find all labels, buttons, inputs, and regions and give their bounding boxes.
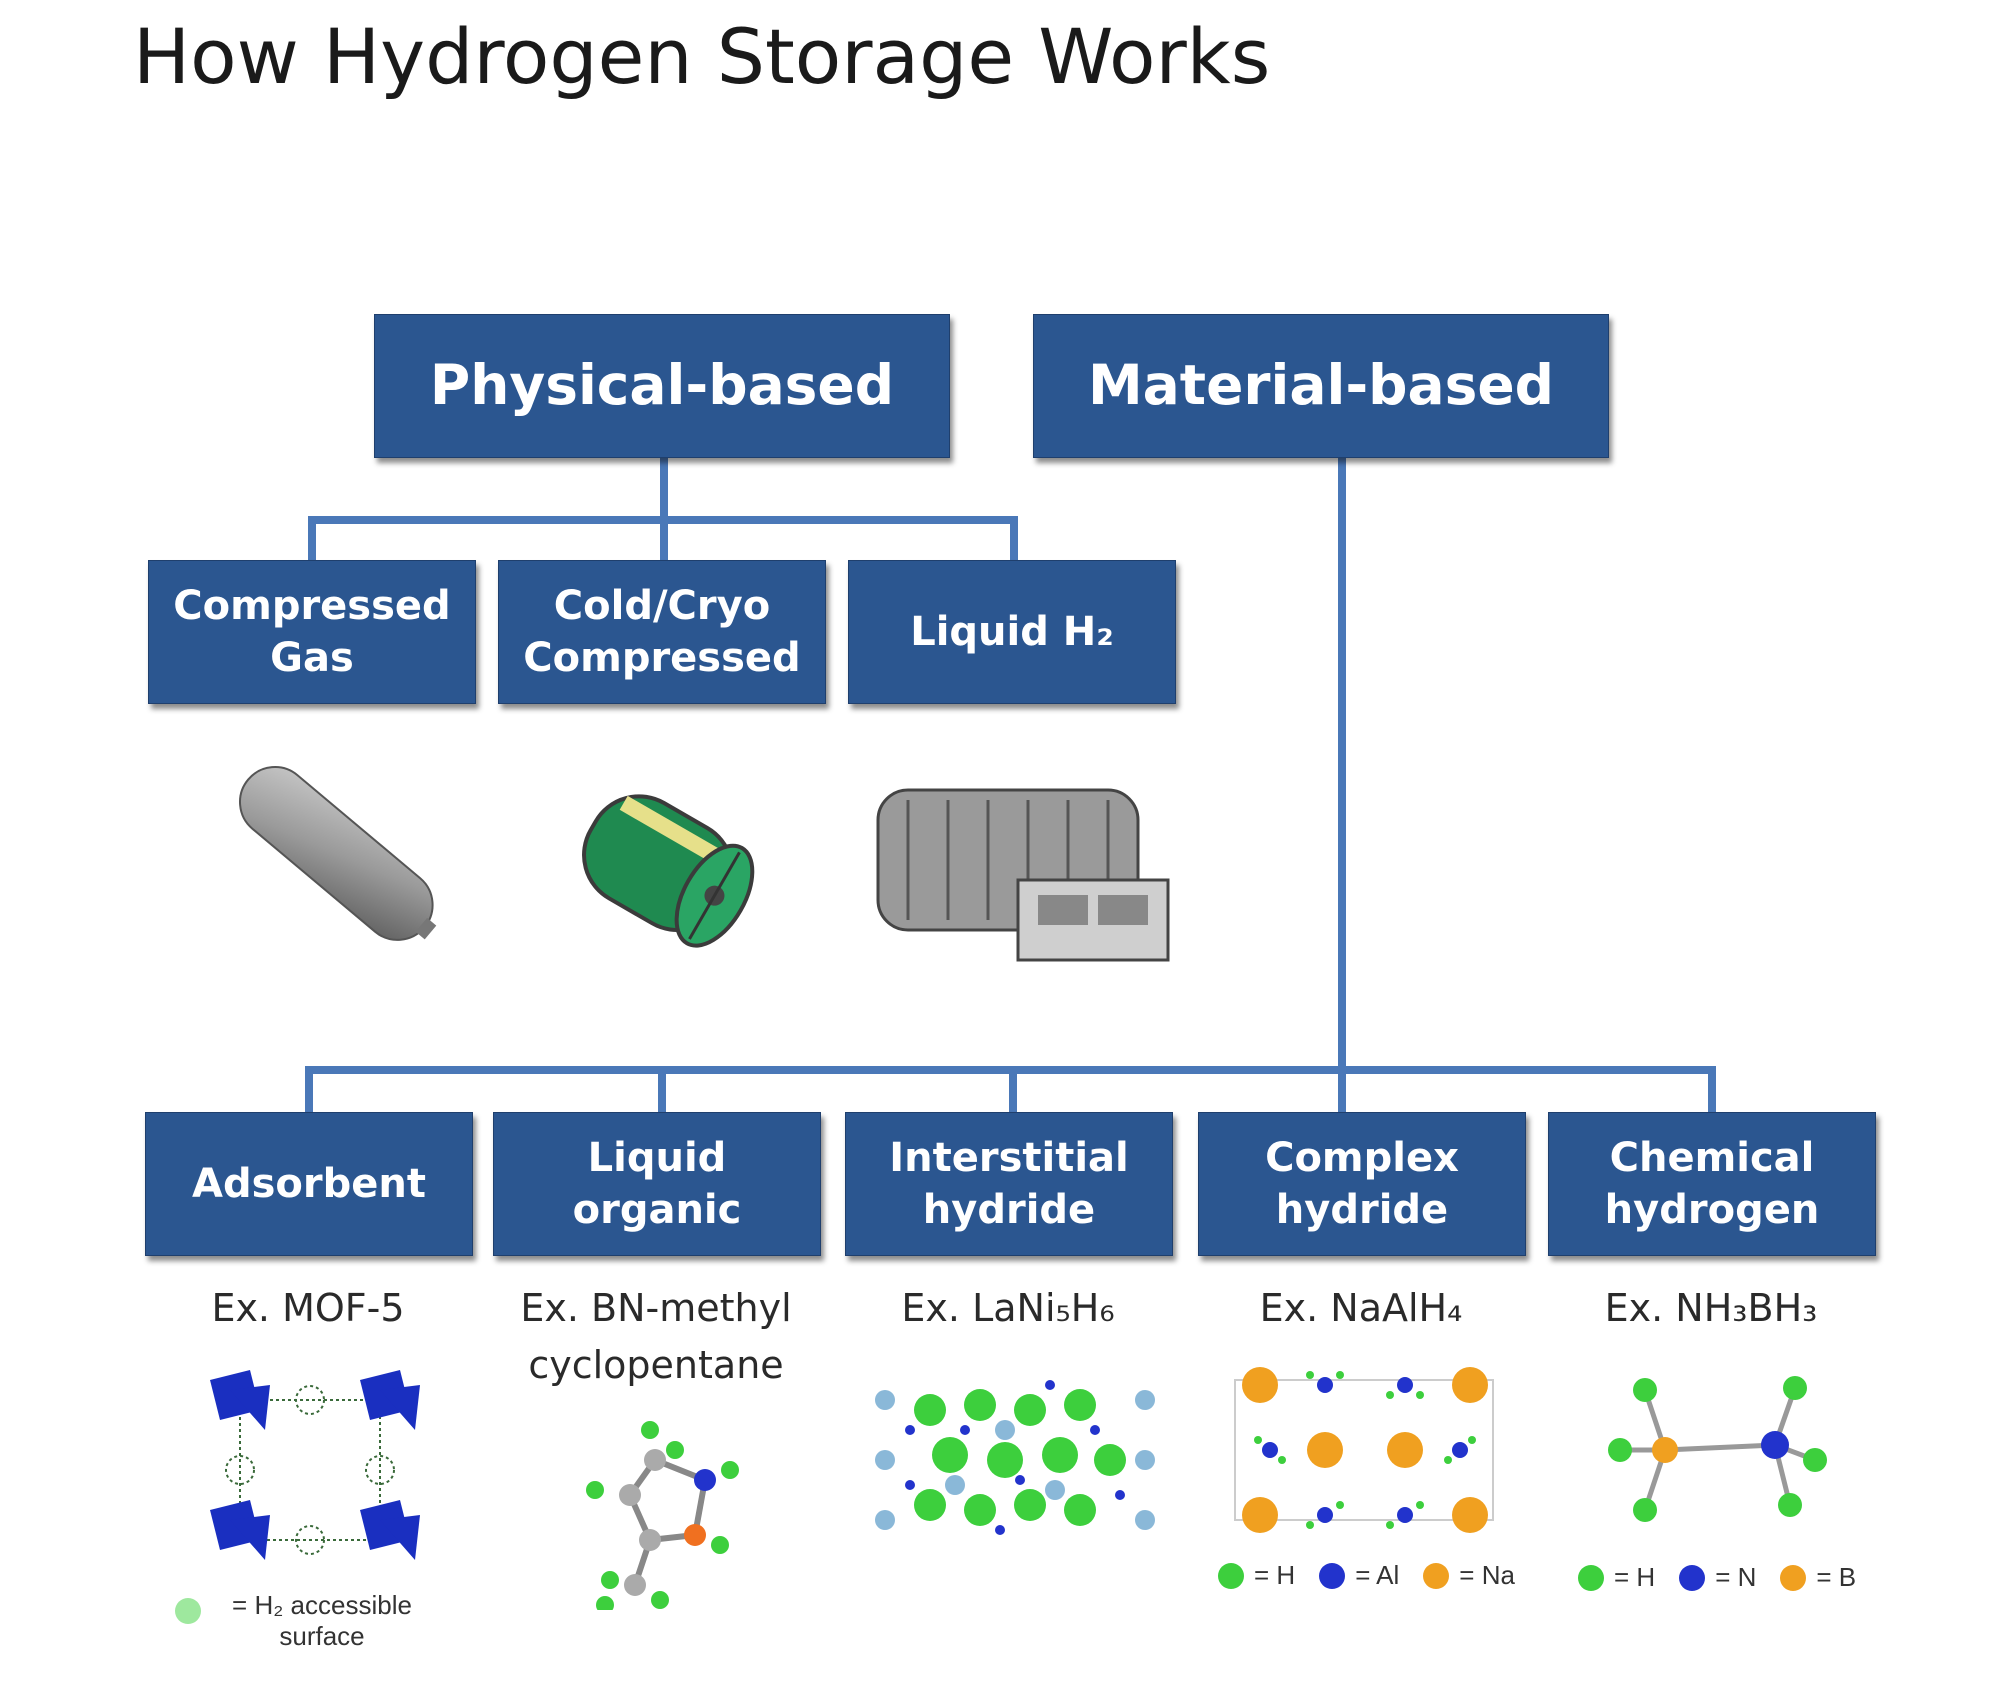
adsorbent-label: Adsorbent — [192, 1161, 426, 1207]
legend-h-label: = H — [1614, 1562, 1656, 1592]
example-adsorbent: Ex. MOF-5 — [211, 1286, 405, 1330]
liquid-organic-label: Liquid organic — [572, 1135, 742, 1233]
interstitial-hydride-label: Interstitial hydride — [889, 1135, 1129, 1233]
physical-based-label: Physical-based — [429, 353, 895, 418]
bn-cyclopentane-illustration — [586, 1421, 739, 1610]
mof5-structure-illustration — [210, 1370, 420, 1560]
example-interstitial-hydride: Ex. LaNi₅H₆ — [901, 1286, 1115, 1330]
liquid-h2-tank-illustration — [876, 788, 1170, 962]
lani5h6-lattice-illustration — [875, 1380, 1155, 1535]
legend-b-label: = B — [1816, 1562, 1857, 1592]
complex-hydride-legend: = H = Al = Na — [1218, 1560, 1515, 1591]
complex-hydride-box: Complex hydride — [1198, 1112, 1526, 1256]
adsorbent-box: Adsorbent — [145, 1112, 473, 1256]
h-atom-dot — [1578, 1564, 1604, 1591]
n-atom-dot — [1679, 1564, 1706, 1591]
na-atom-dot — [1423, 1562, 1450, 1589]
h2-surface-legend-label: = H₂ accessible surface — [232, 1590, 412, 1651]
example-liquid-organic: Ex. BN-methyl cyclopentane — [520, 1286, 792, 1387]
cold-cryo-label: Cold/Cryo Compressed — [523, 583, 801, 681]
chemical-hydrogen-label: Chemical hydrogen — [1604, 1135, 1820, 1233]
example-complex-hydride: Ex. NaAlH₄ — [1259, 1286, 1463, 1330]
nh3bh3-molecule-illustration — [1608, 1376, 1827, 1522]
liquid-organic-box: Liquid organic — [493, 1112, 821, 1256]
material-based-box: Material-based — [1033, 314, 1609, 458]
cold-cryo-box: Cold/Cryo Compressed — [498, 560, 826, 704]
b-atom-dot — [1780, 1564, 1807, 1591]
legend-n-label: = N — [1715, 1562, 1757, 1592]
liquid-h2-box: Liquid H₂ — [848, 560, 1176, 704]
liquid-h2-label: Liquid H₂ — [910, 609, 1114, 655]
al-atom-dot — [1319, 1562, 1346, 1589]
page-title: How Hydrogen Storage Works — [133, 12, 1271, 101]
chemical-hydrogen-legend: = H = N = B — [1578, 1562, 1856, 1593]
legend-al-label: = Al — [1355, 1560, 1400, 1590]
compressed-gas-tank-illustration — [239, 766, 437, 941]
compressed-gas-label: Compressed Gas — [173, 583, 451, 681]
h2-surface-legend-dot — [175, 1598, 201, 1624]
compressed-gas-box: Compressed Gas — [148, 560, 476, 704]
legend-h-label: = H — [1254, 1560, 1296, 1590]
cryo-tank-illustration — [582, 794, 755, 948]
example-chemical-hydrogen: Ex. NH₃BH₃ — [1604, 1286, 1818, 1330]
interstitial-hydride-box: Interstitial hydride — [845, 1112, 1173, 1256]
material-based-label: Material-based — [1087, 353, 1555, 418]
naalh4-structure-illustration — [1234, 1367, 1494, 1533]
legend-na-label: = Na — [1459, 1560, 1515, 1590]
physical-based-box: Physical-based — [374, 314, 950, 458]
chemical-hydrogen-box: Chemical hydrogen — [1548, 1112, 1876, 1256]
h-atom-dot — [1218, 1562, 1244, 1589]
complex-hydride-label: Complex hydride — [1265, 1135, 1459, 1233]
